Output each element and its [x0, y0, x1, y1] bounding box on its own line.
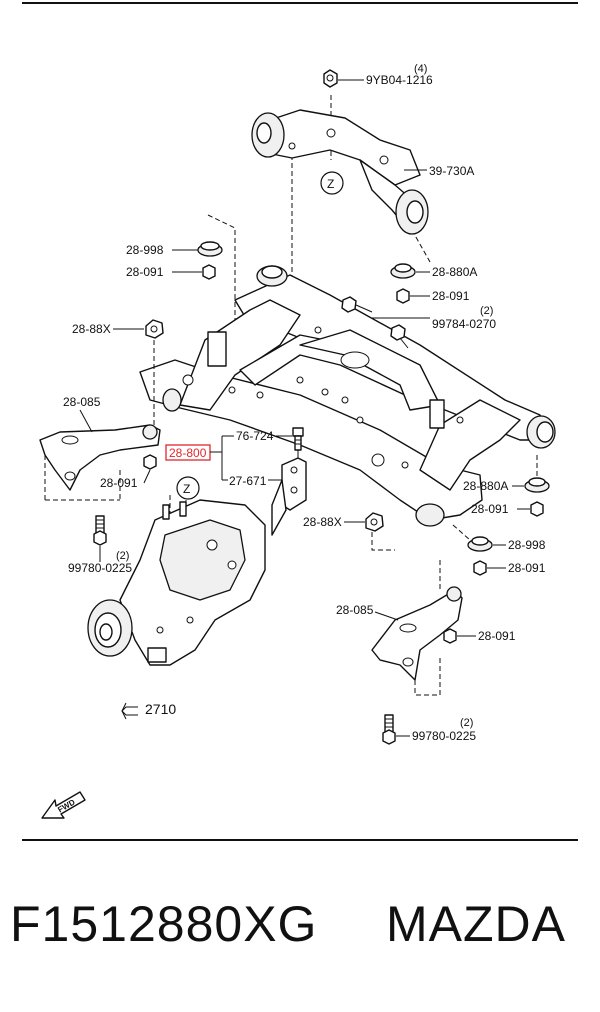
label-28-091-upper-left: 28-091: [126, 265, 164, 279]
label-28-998-upper-left: 28-998: [126, 243, 164, 257]
bolt-icon: [341, 296, 409, 349]
nut-icon: [202, 264, 216, 280]
z-reference-marker: Z: [320, 171, 344, 195]
forward-direction-icon: FWD: [41, 791, 86, 819]
nut-icon: [530, 501, 544, 517]
label-99780-right-qty: (2): [460, 717, 473, 729]
left-bracket: [39, 424, 161, 491]
rear-crossmember: [139, 265, 556, 527]
mount-insulator-icon: [467, 536, 493, 552]
label-76-724: 76-724: [236, 429, 274, 443]
mount-insulator-icon: [390, 263, 416, 279]
nut-icon: [473, 560, 487, 576]
label-28-085-left: 28-085: [63, 395, 101, 409]
label-2710: 2710: [145, 701, 176, 717]
right-bracket: [371, 586, 463, 681]
label-99780-0225-right: 99780-0225: [412, 729, 476, 743]
label-9yb04-qty: (4): [414, 63, 427, 75]
mount-nut-icon: [145, 319, 164, 339]
svg-text:Z: Z: [183, 482, 190, 496]
label-28-091-right-b: 28-091: [508, 561, 546, 575]
differential-mount-plate: [271, 457, 307, 536]
nut-icon: [143, 454, 157, 470]
rear-differential: [87, 495, 266, 666]
reference-arrow-icon: [121, 702, 138, 720]
mount-insulator-icon: [524, 477, 550, 493]
mount-nut-icon: [365, 512, 384, 532]
label-99784-0270: 99784-0270: [432, 317, 496, 331]
label-28-091-left: 28-091: [100, 476, 138, 490]
label-28-091-right-a: 28-091: [471, 502, 509, 516]
stud-bolt-icon: [292, 427, 304, 451]
label-28-88x-right: 28-88X: [303, 515, 342, 529]
label-28-091-right-c: 28-091: [478, 629, 516, 643]
upper-mount-bracket: [251, 95, 431, 285]
label-28-998-right: 28-998: [508, 538, 546, 552]
label-28-091-upper-right: 28-091: [432, 289, 470, 303]
label-39-730a: 39-730A: [429, 164, 474, 178]
caption-bar: F1512880XG MAZDA: [0, 895, 600, 975]
nut-icon: [443, 628, 457, 644]
label-27-671: 27-671: [229, 474, 267, 488]
flange-nut-icon: [323, 69, 338, 88]
bolt-icon: [382, 714, 396, 745]
nut-icon: [396, 288, 410, 304]
mount-insulator-icon: [197, 241, 223, 257]
label-28-88x-left: 28-88X: [72, 322, 111, 336]
bolt-icon: [93, 515, 107, 546]
label-28-880a-upper: 28-880A: [432, 265, 477, 279]
label-99780-0225-left: 99780-0225: [68, 561, 132, 575]
z-reference-marker: Z: [176, 476, 200, 500]
label-99780-left-qty: (2): [116, 550, 129, 562]
label-28-880a-lower: 28-880A: [463, 479, 508, 493]
label-99784-qty: (2): [480, 305, 493, 317]
part-code: F1512880XG: [10, 896, 318, 952]
label-9yb04-1216: 9YB04-1216: [366, 73, 433, 87]
label-28-085-right: 28-085: [336, 603, 374, 617]
brand-name: MAZDA: [386, 896, 566, 952]
svg-text:Z: Z: [327, 177, 334, 191]
label-28-800: 28-800: [169, 446, 207, 460]
